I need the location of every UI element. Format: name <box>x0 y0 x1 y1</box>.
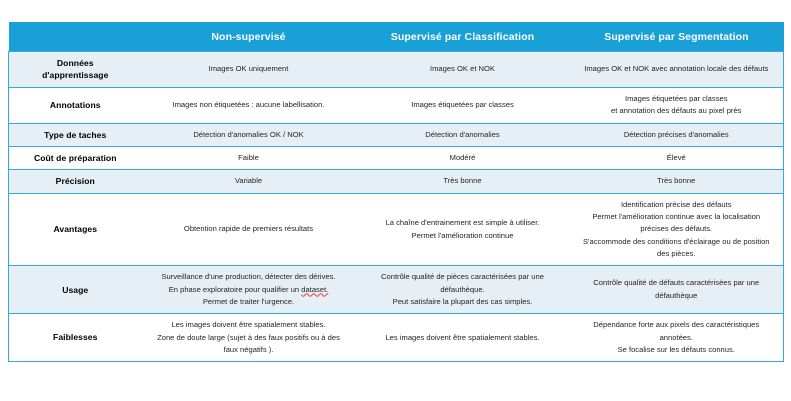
table-cell: Les images doivent être spatialement sta… <box>141 313 356 363</box>
spellcheck-word: dataset. <box>301 284 329 294</box>
header-cell-corner <box>8 22 142 52</box>
table-cell: Obtention rapide de premiers résultats <box>141 192 356 267</box>
table-cell: Très bonne <box>355 169 570 194</box>
table-cell: Surveillance d'une production, détecter … <box>141 265 356 315</box>
header-cell-supervise-classification: Supervisé par Classification <box>355 22 570 52</box>
table-cell: Faible <box>141 145 356 171</box>
table-cell: La chaîne d'entrainement est simple à ut… <box>355 192 570 267</box>
header-cell-supervise-segmentation: Supervisé par Segmentation <box>569 22 784 52</box>
row-label: Coût de préparation <box>8 145 142 171</box>
table-header: Non-supervisé Supervisé par Classificati… <box>8 22 784 52</box>
row-label: Annotations <box>8 86 142 124</box>
table-cell: Modéré <box>355 145 570 171</box>
row-label: Faiblesses <box>8 313 142 363</box>
comparison-table: Non-supervisé Supervisé par Classificati… <box>8 22 784 363</box>
table-cell: Images OK et NOK avec annotation locale … <box>569 51 784 88</box>
table-cell: Les images doivent être spatialement sta… <box>355 313 570 363</box>
comparison-table-container: Non-supervisé Supervisé par Classificati… <box>8 22 784 363</box>
table-cell: Images étiquetées par classes <box>355 86 570 124</box>
table-cell: Variable <box>141 169 356 194</box>
row-label: Type de taches <box>8 122 142 147</box>
header-cell-non-supervise: Non-supervisé <box>141 22 356 52</box>
table-cell: Images non étiquetées : aucune labellisa… <box>141 86 356 124</box>
table-cell: Images OK et NOK <box>355 51 570 88</box>
header-row: Non-supervisé Supervisé par Classificati… <box>8 22 784 52</box>
table-cell: Détection précises d'anomalies <box>569 122 784 147</box>
table-cell: Images OK uniquement <box>141 51 356 88</box>
row-label: Précision <box>8 169 142 194</box>
table-cell: Contrôle qualité de défauts caractérisée… <box>569 265 784 315</box>
table-cell: Détection d'anomalies <box>355 122 570 147</box>
table-cell: Détection d'anomalies OK / NOK <box>141 122 356 147</box>
row-label: Avantages <box>8 192 142 267</box>
row-label: Usage <box>8 265 142 315</box>
table-cell: Dépendance forte aux pixels des caractér… <box>569 313 784 363</box>
table-cell: Contrôle qualité de pièces caractérisées… <box>355 265 570 315</box>
table-cell: Très bonne <box>569 169 784 194</box>
table-cell: Élevé <box>569 145 784 171</box>
